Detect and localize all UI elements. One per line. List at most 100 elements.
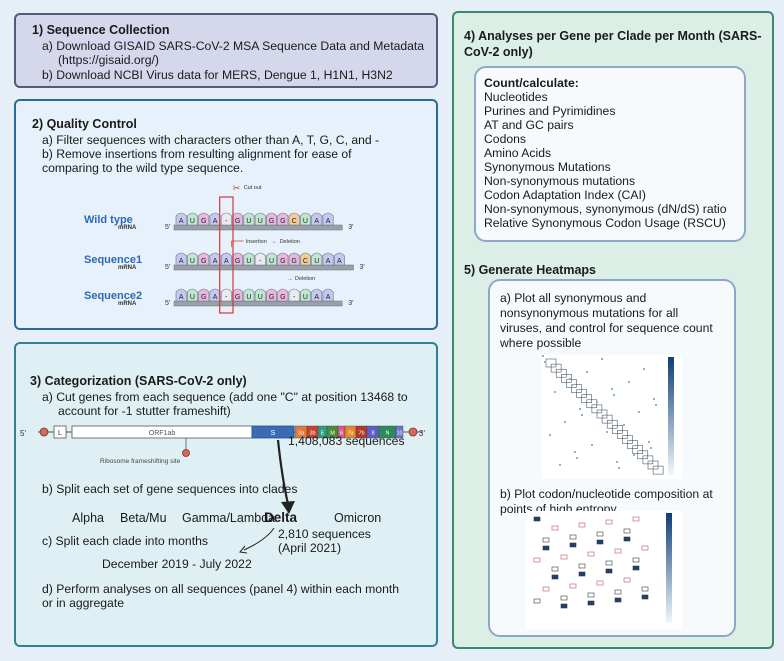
nucleotide-letter: G — [201, 294, 206, 301]
heatmap-b-line1: b) Plot codon/nucleotide composition at — [500, 487, 713, 501]
nucleotide-block — [198, 212, 210, 226]
composition-cell — [623, 577, 631, 583]
sequence-row-label: Wild type — [84, 214, 133, 226]
count-item: Amino Acids — [484, 146, 552, 160]
panel4-title-line1: 4) Analyses per Gene per Clade per Month… — [464, 29, 762, 43]
nucleotide-letter: U — [246, 294, 251, 301]
nucleotide-letter: G — [291, 258, 296, 265]
count-item: Relative Synonymous Codon Usage (RSCU) — [484, 216, 726, 230]
three-prime-label: 3' — [360, 264, 365, 271]
composition-cell — [596, 580, 604, 586]
nucleotide-letter: A — [326, 258, 331, 265]
panel3-step-a-line2: account for -1 stutter frameshift) — [58, 404, 231, 418]
heatmap-scatter-cell — [653, 398, 655, 400]
cut-out-box — [219, 196, 234, 314]
heatmap-a-line2: nonsynonymous mutations for all — [500, 306, 679, 320]
five-prime-label: 5' — [165, 264, 170, 271]
clade-to-month-arrow-layer — [239, 527, 275, 554]
nucleotide-block — [266, 212, 277, 226]
nucleotide-letter: - — [225, 218, 228, 225]
gene-block-label: 3a — [298, 431, 305, 437]
panel1-step-b: b) Download NCBI Virus data for MERS, De… — [42, 68, 393, 82]
nucleotide-block — [300, 288, 311, 302]
genome-to-clade-arrow — [276, 439, 290, 505]
deletion-arrow-icon: ← — [272, 239, 278, 245]
heatmap-scatter-cell — [633, 454, 635, 456]
composition-cell — [542, 586, 550, 592]
heatmap-scatter-cell — [579, 408, 581, 410]
nucleotide-block — [243, 252, 255, 266]
mrna-label: mRNA — [118, 225, 137, 231]
mrna-label: mRNA — [118, 301, 137, 307]
nucleotide-block — [288, 212, 300, 226]
nucleotide-block — [175, 252, 187, 266]
heatmap-scatter-cell — [613, 394, 615, 396]
deletion-label-2: Deletion — [295, 276, 315, 282]
nucleotide-letter: U — [190, 218, 195, 225]
nucleotide-letter: A — [314, 218, 319, 225]
heatmap-a-line1: a) Plot all synonymous and — [500, 291, 647, 305]
nucleotide-block — [277, 252, 289, 266]
gene-block-label: 7a — [347, 431, 354, 437]
clade-alpha: Alpha — [72, 511, 104, 525]
gene-orf1ab-label: ORF1ab — [149, 430, 176, 437]
gene-block-label: N — [386, 431, 390, 437]
nucleotide-block — [243, 212, 255, 226]
clade-gamma-lambda: Gamma/Lambda — [182, 511, 276, 525]
count-item: Synonymous Mutations — [484, 160, 611, 174]
insertion-arrow — [231, 240, 244, 247]
nucleotide-letter: U — [303, 218, 308, 225]
heatmap-a-line4: where possible — [500, 336, 582, 350]
nucleotide-letter: G — [235, 218, 240, 225]
count-list: Count/calculate: Nucleotides Purines and… — [484, 76, 727, 230]
gene-L-label: L — [58, 430, 62, 437]
nucleotide-block — [198, 252, 210, 266]
genome-5prime-label: 5' — [20, 429, 26, 438]
composition-cell — [632, 557, 640, 563]
composition-cell — [551, 566, 559, 572]
mutation-heatmap-thumbnail — [542, 355, 682, 479]
clade-beta-mu: Beta/Mu — [120, 511, 167, 525]
heatmap-diagonal-cell — [652, 465, 664, 475]
nucleotide-block — [322, 288, 334, 302]
nucleotide-block — [333, 252, 345, 266]
nucleotide-letter: U — [269, 258, 274, 265]
heatmap-scatter-cell — [623, 424, 625, 426]
composition-cell — [542, 545, 550, 551]
heatmaps-title: 5) Generate Heatmaps — [464, 263, 597, 277]
composition-cell — [542, 537, 550, 543]
heatmap-scatter-cell — [559, 464, 561, 466]
panel4-title-line2: CoV-2 only) — [464, 45, 533, 59]
heatmap-scatter-cell — [611, 388, 613, 390]
composition-cell — [587, 600, 595, 606]
nucleotide-block — [322, 252, 334, 266]
heatmap-scatter-cell — [601, 358, 603, 360]
composition-cell — [614, 597, 622, 603]
nucleotide-letter: G — [280, 294, 285, 301]
nucleotide-letter: G — [235, 258, 240, 265]
nucleotide-block — [288, 288, 300, 302]
nucleotide-letter: - — [259, 258, 262, 265]
heatmap2-background — [526, 511, 682, 629]
composition-cell — [641, 545, 649, 551]
mrna-label: mRNA — [118, 265, 137, 271]
heatmap-scatter-cell — [564, 421, 566, 423]
panel-categorization: 3) Categorization (SARS-CoV-2 only) a) C… — [14, 342, 438, 647]
nucleotide-block — [198, 288, 210, 302]
sequence-row-label: Sequence2 — [84, 290, 142, 302]
panel3-step-b: b) Split each set of gene sequences into… — [42, 482, 298, 496]
ribosome-site-marker — [182, 449, 190, 457]
panel2-step-a: a) Filter sequences with characters othe… — [42, 133, 380, 147]
nucleotide-block — [277, 288, 289, 302]
panel-sequence-collection: 1) Sequence Collection a) Download GISAI… — [14, 13, 438, 88]
count-item: Non-synonymous, synonymous (dN/dS) ratio — [484, 202, 727, 216]
heatmap-scatter-cell — [616, 461, 618, 463]
gene-block-label: E — [321, 431, 325, 437]
nucleotide-letter: A — [213, 294, 218, 301]
nucleotide-letter: U — [190, 294, 195, 301]
heatmap-scatter-cell — [544, 361, 546, 363]
gene-block-label: 10 — [396, 431, 402, 437]
nucleotide-block — [187, 252, 198, 266]
count-calculate-box: Count/calculate: Nucleotides Purines and… — [474, 66, 746, 242]
composition-cell — [560, 603, 568, 609]
